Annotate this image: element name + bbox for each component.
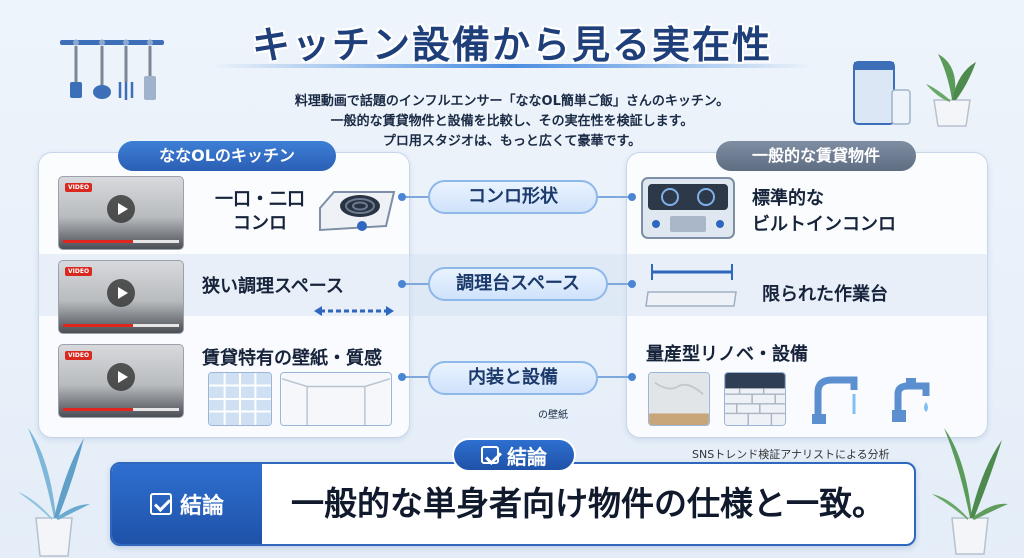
row2-dot-right: [628, 280, 636, 288]
video-badge: VIDEO: [65, 267, 93, 276]
row3-right-label: 量産型リノベ・設備: [646, 344, 808, 365]
row3-dot-right: [628, 373, 636, 381]
progress-bar: [63, 324, 179, 327]
conclusion-tab-text: 結論: [507, 444, 547, 469]
conclusion-label-text: 結論: [179, 494, 224, 519]
row1-right-label: 標準的な ビルトインコンロ: [752, 188, 896, 235]
row3-left-label: 賃貸特有の壁紙・質感: [202, 348, 382, 369]
row2-right-label: 限られた作業台: [762, 284, 888, 305]
row2-dot-left: [398, 280, 406, 288]
title-underline: [210, 64, 814, 68]
row3-sub-note: の壁紙: [538, 410, 568, 421]
conclusion-box: 結論 一般的な単身者向け物件の仕様と一致。: [110, 462, 916, 546]
conclusion-text: 一般的な単身者向け物件の仕様と一致。: [291, 484, 885, 523]
intro-line-3: プロ用スタジオは、もっと広くて豪華です。: [382, 134, 642, 149]
video-thumbnail-1[interactable]: VIDEO: [58, 176, 184, 250]
row3-compare-pill: 内装と設備: [428, 361, 598, 395]
brick-wall-icon: [724, 372, 786, 426]
progress-bar: [63, 240, 179, 243]
plant-right-icon: [932, 428, 1008, 555]
intro-line-1: 料理動画で話題のインフルエンサー「ななOL簡単ご飯」さんのキッチン。: [294, 94, 730, 109]
row1-dot-right: [628, 193, 636, 201]
intro-line-2: 一般的な賃貸物件と設備を比較し、その実在性を検証します。: [330, 114, 694, 129]
tile-wall-icon: [208, 372, 272, 426]
play-icon[interactable]: [107, 195, 135, 224]
row1-dot-left: [398, 193, 406, 201]
page-title: キッチン設備から見る実在性: [251, 23, 772, 67]
left-panel-header: ななOLのキッチン: [118, 141, 336, 171]
plant-left-icon: [18, 428, 90, 557]
conclusion-label: 結論: [112, 464, 262, 544]
video-badge: VIDEO: [65, 183, 93, 192]
room-corner-icon: [280, 372, 392, 426]
row1-left-label: 一口・二口 コンロ: [215, 189, 305, 234]
counter-width-icon: [645, 264, 737, 307]
analysis-credit: SNSトレンド検証アナリストによる分析: [692, 448, 890, 461]
progress-bar: [63, 408, 179, 411]
row3-dot-left: [398, 373, 406, 381]
row1-compare-pill: コンロ形状: [428, 180, 598, 214]
intro-text: 料理動画で話題のインフルエンサー「ななOL簡単ご飯」さんのキッチン。 一般的な賃…: [200, 92, 824, 152]
row2-compare-pill: 調理台スペース: [428, 267, 608, 301]
row2-left-label: 狭い調理スペース: [202, 276, 344, 297]
utensils-icon: [60, 39, 164, 100]
double-arrow-icon: [314, 306, 394, 316]
video-badge: VIDEO: [65, 351, 93, 360]
builtin-stove-icon: [641, 177, 735, 239]
marble-wall-icon: [648, 372, 710, 426]
hot-plate-icon: [319, 191, 396, 232]
jar-and-plant-icon: [853, 54, 976, 127]
checkbox-icon: [481, 446, 499, 464]
faucet-icon-2: [892, 378, 930, 422]
conclusion-tab: 結論: [452, 438, 576, 472]
video-thumbnail-3[interactable]: VIDEO: [58, 344, 184, 418]
faucet-icon-1: [812, 376, 858, 424]
right-panel-header: 一般的な賃貸物件: [716, 141, 916, 171]
play-icon[interactable]: [107, 279, 135, 308]
checkbox-icon: [149, 493, 172, 515]
play-icon[interactable]: [107, 363, 135, 392]
video-thumbnail-2[interactable]: VIDEO: [58, 260, 184, 334]
